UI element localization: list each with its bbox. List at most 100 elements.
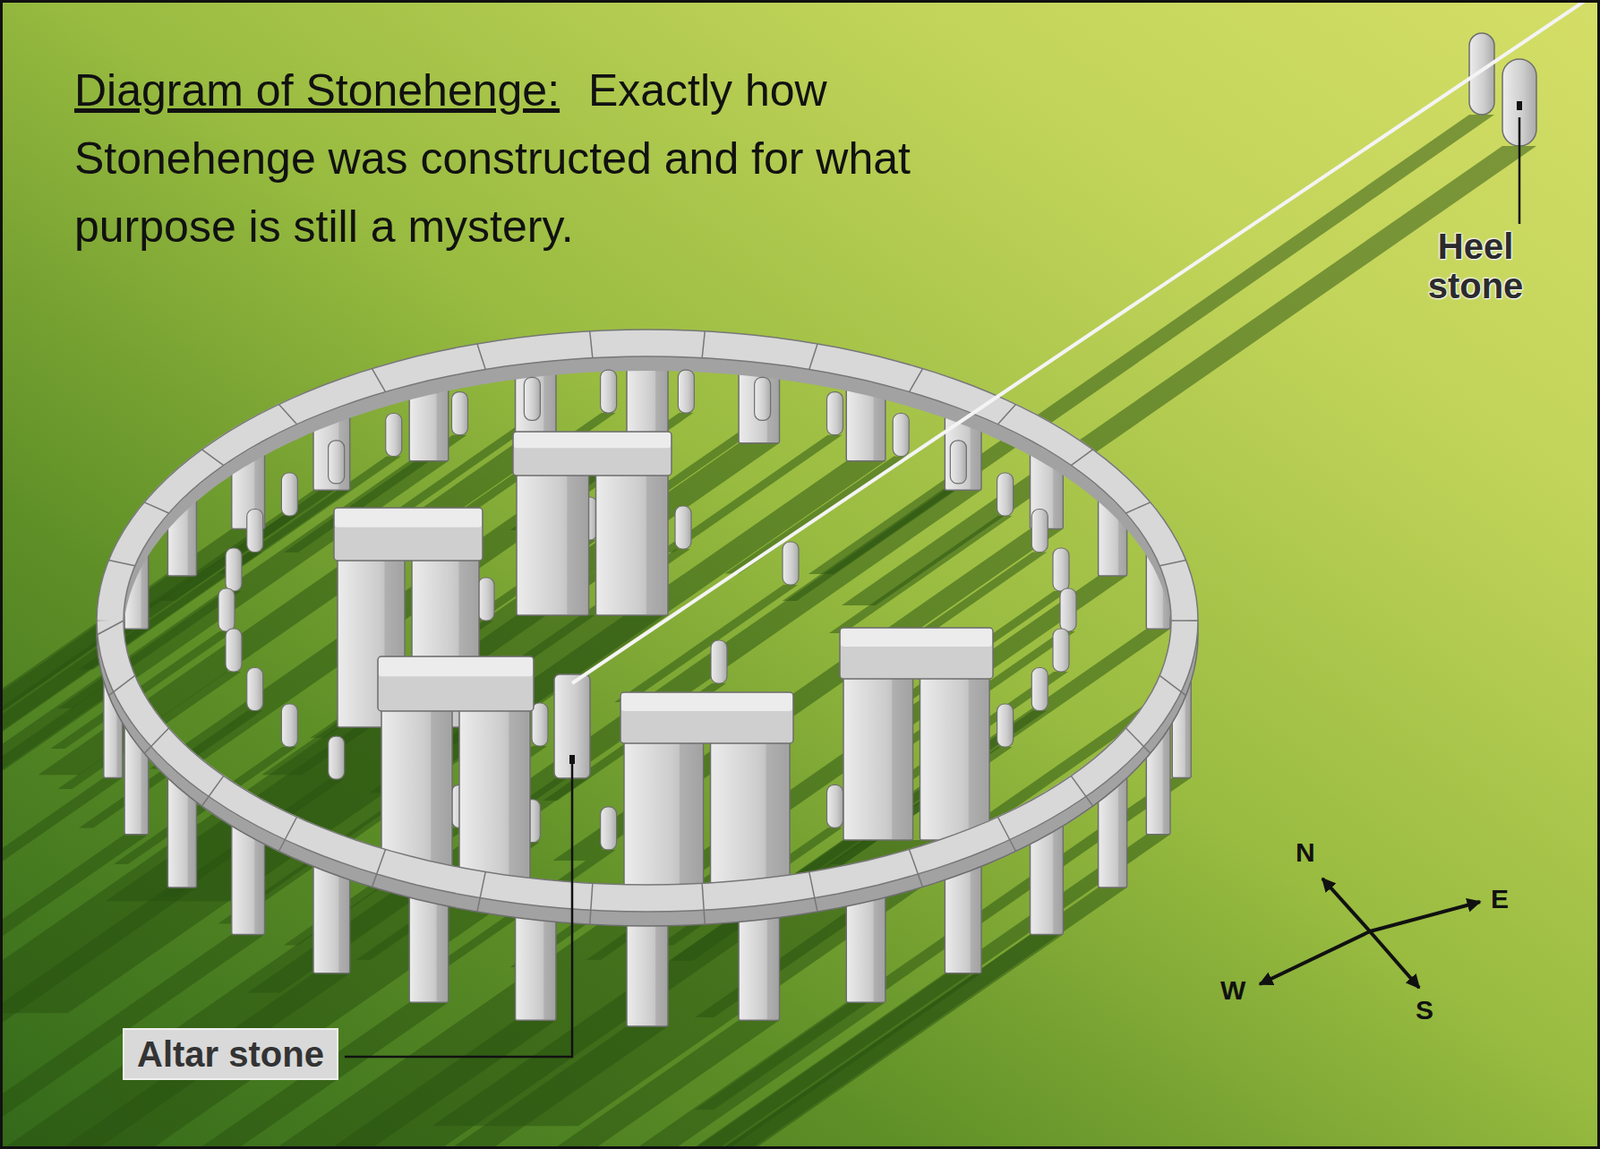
- bluestone: [452, 392, 469, 436]
- box-text: Altar stone: [136, 1034, 325, 1074]
- sarsen-stone: [459, 709, 531, 886]
- lintel-joint: [590, 882, 593, 925]
- bluestone: [523, 376, 540, 420]
- stone-side: [1163, 723, 1170, 834]
- shadows: [2, 114, 1537, 1149]
- lintel-joint: [278, 403, 297, 424]
- compass-rose: [1259, 878, 1481, 988]
- stone-side: [655, 915, 668, 1026]
- stone-side: [436, 890, 448, 1002]
- bluestone: [225, 547, 242, 591]
- bluestone: [675, 505, 692, 549]
- bluestone: [225, 628, 242, 672]
- lintel-joint: [372, 368, 386, 393]
- lintel-joint: [809, 343, 818, 370]
- lintel-joint: [201, 449, 223, 466]
- sarsen-stone: [624, 741, 704, 907]
- lintel-joint: [590, 331, 593, 359]
- lintel-joint: [1159, 559, 1186, 565]
- compass-letter: E: [1490, 883, 1509, 915]
- lintel-joint: [909, 848, 924, 887]
- sarsen-stone: [516, 473, 590, 616]
- lintel-joint: [144, 727, 169, 753]
- trilithon-lintel: [513, 431, 672, 476]
- sarsen-stone: [738, 907, 779, 1020]
- diagram-title: Diagram of Stonehenge:: [74, 65, 560, 116]
- bluestone: [1031, 667, 1048, 711]
- altar-stone: [554, 674, 591, 779]
- stone-shadow: [658, 435, 843, 553]
- bluestone: [328, 440, 345, 484]
- leader-dot: [1516, 101, 1523, 111]
- front-lintels: [96, 620, 1198, 926]
- lintel-joint: [1070, 449, 1093, 466]
- compass-letter: W: [1220, 975, 1246, 1006]
- bluestone: [531, 702, 548, 746]
- lintel-joint: [809, 872, 818, 913]
- stone-side: [508, 710, 529, 885]
- lintel-face: [110, 634, 1185, 913]
- lintel-joint: [1125, 502, 1150, 514]
- compass-arrow: [1259, 931, 1370, 984]
- bluestone: [281, 472, 298, 516]
- lintel-joint: [997, 403, 1016, 424]
- front-ring: [103, 665, 1191, 1027]
- lintel-top: [110, 342, 1185, 621]
- lintel-joint: [701, 882, 705, 925]
- bluestone: [1060, 588, 1077, 632]
- stone-side: [873, 890, 885, 1002]
- stone-side: [679, 742, 702, 906]
- lintel-joint: [477, 872, 486, 913]
- bluestone: [218, 588, 235, 632]
- bluestone: [710, 640, 728, 684]
- bluestone: [385, 412, 403, 456]
- sarsen-stone: [846, 889, 886, 1002]
- leader-line: [1518, 117, 1522, 224]
- lintel-face: [110, 357, 1185, 635]
- heel-stone: [1469, 33, 1495, 115]
- trilithon-lintel: [620, 692, 794, 744]
- bluestone: [892, 412, 909, 456]
- compass-letter: S: [1415, 994, 1434, 1026]
- lintel-edge: [123, 620, 1172, 885]
- stone-side: [430, 710, 451, 885]
- lintel-top: [110, 620, 1185, 899]
- bluestone: [600, 806, 617, 850]
- stone-side: [1052, 822, 1062, 933]
- lintel-joint: [909, 368, 924, 393]
- compass-letter: N: [1295, 837, 1316, 868]
- bluestone: [1052, 547, 1070, 591]
- bluestone: [281, 703, 298, 747]
- bluestone: [997, 472, 1014, 516]
- stone-side: [543, 908, 556, 1019]
- lintel-joint: [701, 331, 705, 359]
- lintel-joint: [477, 343, 486, 370]
- stone-side: [767, 908, 779, 1019]
- compass-arrow: [1369, 901, 1481, 932]
- sarsen-stone: [920, 676, 991, 840]
- back-lintels: [96, 329, 1198, 635]
- trilithon-lintel: [377, 656, 534, 711]
- lintel-edge: [96, 634, 1198, 926]
- bluestone: [782, 541, 799, 585]
- bluestone: [826, 784, 843, 828]
- lintel-joint: [1070, 775, 1093, 806]
- bluestone: [997, 703, 1014, 747]
- lintel-joint: [96, 620, 124, 635]
- part-label: Heel stone: [1412, 226, 1539, 306]
- bluestone: [754, 376, 771, 420]
- trilithon-lintel: [333, 507, 483, 561]
- lintel-joint: [372, 848, 386, 887]
- bluestone: [478, 577, 495, 621]
- stone-shadow: [782, 483, 967, 601]
- lintel-top: [621, 693, 793, 711]
- inner-stones: [218, 369, 1077, 907]
- sarsen-stone: [626, 914, 668, 1027]
- label-box: Altar stone: [122, 1027, 339, 1080]
- stone-side: [566, 474, 588, 615]
- lintel-edge: [123, 356, 1172, 621]
- bluestone: [247, 667, 264, 711]
- heading-block: Diagram of Stonehenge: Exactly how Stone…: [74, 56, 1069, 261]
- lintel-joint: [1171, 619, 1198, 622]
- stone-side: [891, 677, 912, 839]
